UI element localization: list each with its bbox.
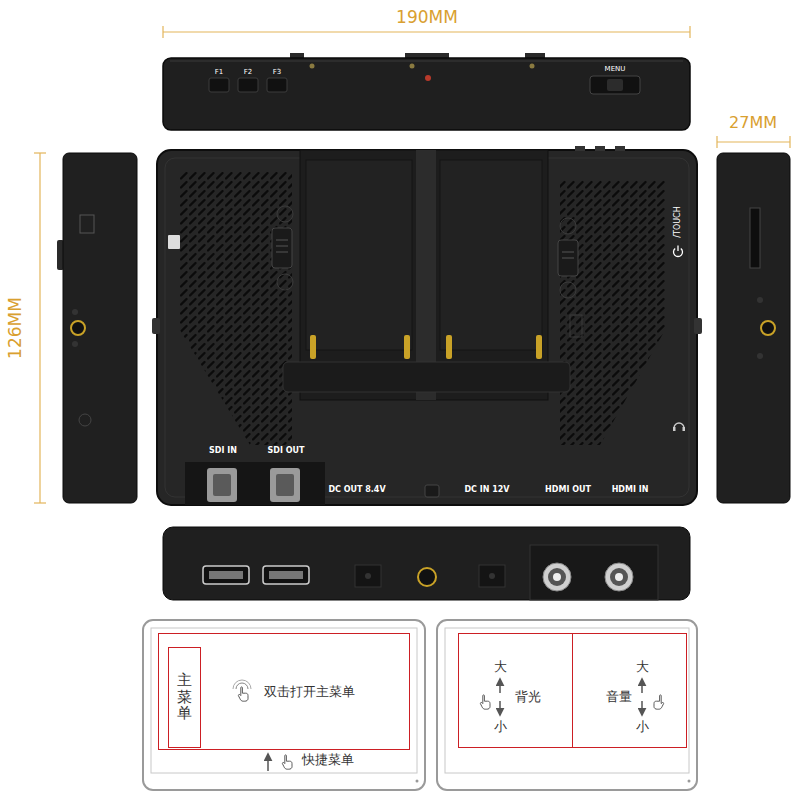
left-side-view <box>57 153 137 503</box>
label-text: 190MM <box>396 7 458 27</box>
backlight-zone: 大背光小 <box>458 633 573 748</box>
label-text: DC IN 12V <box>464 485 509 494</box>
zone-text-content: 音量 <box>606 689 632 704</box>
label-text: F3 <box>273 68 281 76</box>
label-text: MENU <box>605 65 626 73</box>
button-label: F2 <box>244 68 252 76</box>
screen-illustrations <box>143 620 697 790</box>
port-label: DC IN 12V <box>464 485 509 494</box>
port-label: SDI IN <box>209 446 237 455</box>
bottom-view <box>163 527 690 600</box>
label-text: DC OUT 8.4V <box>328 485 385 494</box>
label-text: F1 <box>215 68 223 76</box>
zone-text: 主菜单 <box>177 672 192 722</box>
back-view <box>152 146 702 505</box>
label-text: 快捷菜单 <box>302 752 354 767</box>
zone-text: 大 <box>636 660 649 675</box>
button-label: F3 <box>273 68 281 76</box>
port-label: HDMI OUT <box>545 485 591 494</box>
label-text: SDI IN <box>209 446 237 455</box>
main-menu-zone: 主菜单 <box>168 647 201 748</box>
zone-text: 背光 <box>515 690 541 705</box>
zone-text: 大 <box>494 660 507 675</box>
port-label: /TOUCH <box>673 206 682 237</box>
label-text: /TOUCH <box>673 206 682 237</box>
dimension-height: 126MM <box>6 297 26 359</box>
zone-text-content: 小 <box>494 719 507 734</box>
label-text: HDMI OUT <box>545 485 591 494</box>
zone-text-content: 大 <box>494 659 507 674</box>
label-text: 126MM <box>5 297 25 359</box>
port-label: HDMI IN <box>612 485 649 494</box>
right-side-view <box>717 153 790 503</box>
gesture-label: 快捷菜单 <box>302 753 354 768</box>
menu-zone: 双击打开主菜单 主菜单 <box>158 633 410 750</box>
zone-text: 音量 <box>606 690 632 705</box>
label-text: HDMI IN <box>612 485 649 494</box>
top-view <box>163 53 690 130</box>
port-label: DC OUT 8.4V <box>328 485 385 494</box>
dimension-width: 190MM <box>396 8 458 28</box>
zone-text: 小 <box>494 720 507 735</box>
zone-text: 小 <box>636 720 649 735</box>
zone-text-content: 小 <box>636 719 649 734</box>
zone-text-content: 主菜单 <box>177 672 192 722</box>
port-label: SDI OUT <box>268 446 305 455</box>
dimension-depth: 27MM <box>729 114 777 132</box>
zone-text: 双击打开主菜单 <box>264 685 355 700</box>
zone-text-content: 大 <box>636 659 649 674</box>
button-label: F1 <box>215 68 223 76</box>
volume-zone: 大音量小 <box>572 633 687 748</box>
zone-text-content: 双击打开主菜单 <box>264 684 355 699</box>
button-label: MENU <box>605 65 626 73</box>
zone-text-content: 背光 <box>515 689 541 704</box>
label-text: SDI OUT <box>268 446 305 455</box>
label-text: 27MM <box>729 113 777 132</box>
label-text: F2 <box>244 68 252 76</box>
